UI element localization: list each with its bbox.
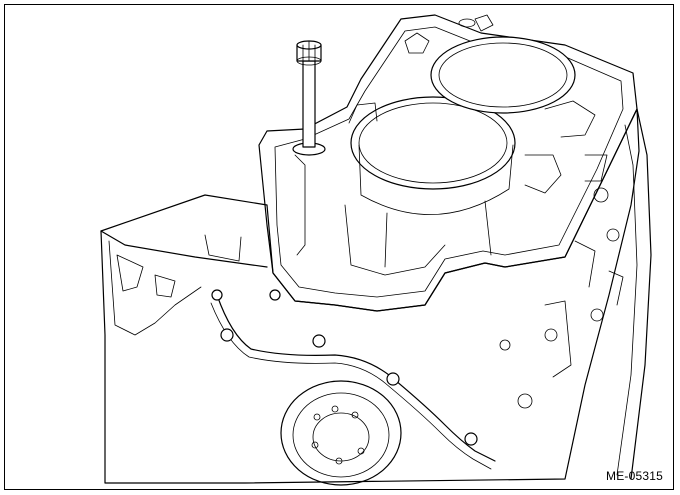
cylinder-block (100, 14, 652, 484)
cylinder-head-bolt-icon (292, 40, 326, 156)
deck-details (204, 14, 608, 276)
oil-pan-gasket (210, 289, 496, 470)
side-bosses (499, 187, 624, 409)
figure-code-label: ME-05315 (606, 469, 663, 483)
illustration-frame: ME-05315 (4, 4, 674, 490)
cylinder-bore-rear (430, 36, 576, 114)
cylinder-bore-front (350, 96, 516, 215)
engine-block-drawing (100, 14, 652, 486)
crankshaft-pulley (280, 380, 402, 486)
